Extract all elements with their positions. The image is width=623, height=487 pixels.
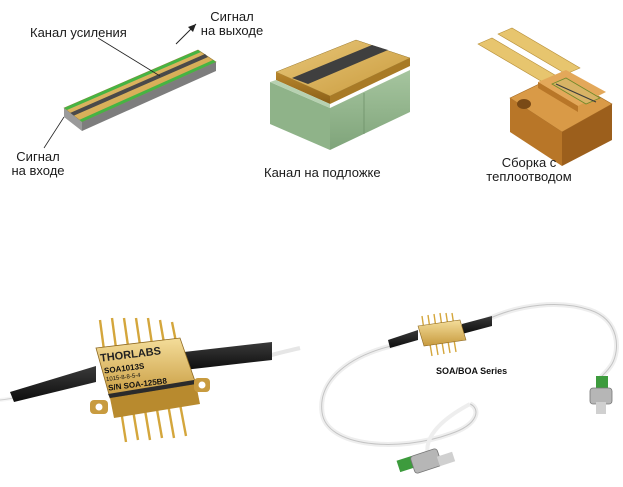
input-signal-line1: Сигнал bbox=[16, 149, 60, 164]
heatsink-illustration bbox=[477, 27, 613, 166]
output-signal-line1: Сигнал bbox=[210, 9, 254, 24]
substrate-channel-label: Канал на подложке bbox=[264, 165, 381, 180]
gain-channel-leader bbox=[97, 37, 161, 77]
gain-channel-stripe bbox=[70, 54, 208, 116]
fc-connector-right bbox=[589, 376, 613, 414]
series-label: SOA/BOA Series bbox=[436, 366, 508, 376]
soa-package-photo-right bbox=[319, 302, 620, 474]
input-leader bbox=[43, 116, 65, 149]
output-signal-line2: на выходе bbox=[200, 23, 264, 38]
soa-package-photo-left bbox=[0, 317, 301, 443]
heatsink-line2: теплоотводом bbox=[486, 169, 572, 184]
gain-channel-label: Канал усиления bbox=[30, 25, 127, 40]
fc-connector-bottom bbox=[396, 448, 456, 474]
output-signal-label: Сигнал на выходе bbox=[196, 10, 268, 38]
gain-chip-illustration bbox=[63, 49, 217, 131]
output-arrow-head bbox=[188, 24, 196, 32]
input-signal-label: Сигнал на входе bbox=[4, 150, 72, 178]
substrate-illustration bbox=[270, 39, 411, 150]
input-signal-line2: на входе bbox=[11, 163, 65, 178]
heatsink-assembly-label: Сборка с теплоотводом bbox=[474, 156, 584, 184]
heatsink-line1: Сборка с bbox=[501, 155, 557, 170]
